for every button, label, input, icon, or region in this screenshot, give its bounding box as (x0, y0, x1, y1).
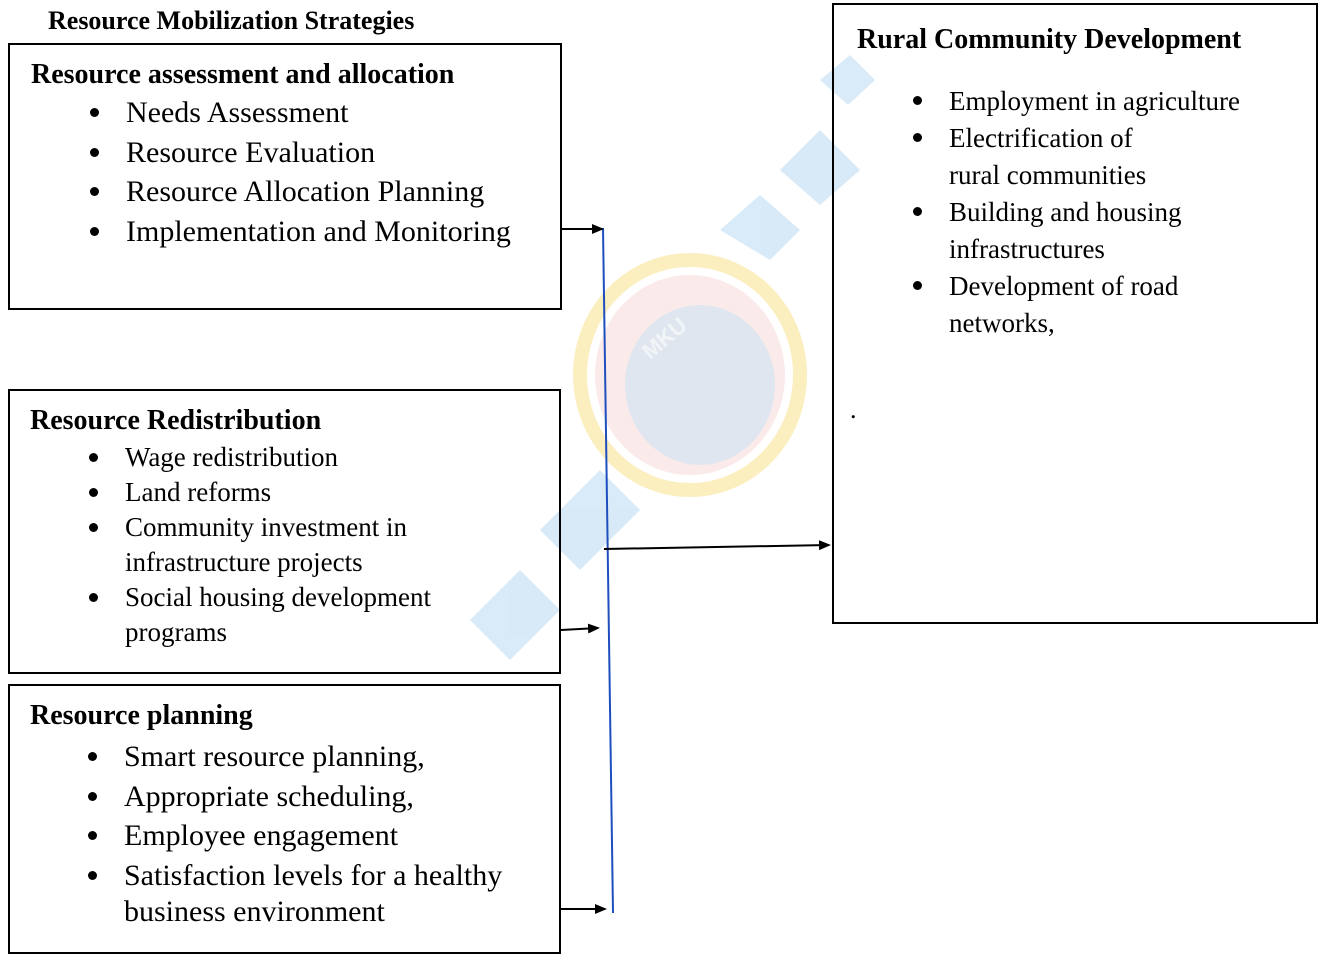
list-item-label: Wage redistribution (125, 442, 339, 472)
rural-title: Rural Community Development (857, 24, 1242, 55)
list-item-label: networks, (949, 308, 1055, 338)
list-item: Wage redistribution (89, 440, 431, 475)
list-item-label: Building and housing (949, 197, 1182, 227)
bullet-icon (90, 147, 99, 157)
list-item: Electrification of (913, 120, 1279, 157)
bullet-icon (89, 523, 98, 532)
assessment-list: Needs Assessment Resource Evaluation Res… (90, 93, 511, 252)
list-item: Employment in agriculture (913, 83, 1279, 120)
bullet-icon (90, 187, 99, 196)
list-item-label: Smart resource planning, (124, 740, 425, 773)
list-item-label: programs (125, 617, 227, 647)
list-item-label: infrastructures (949, 234, 1105, 264)
list-item: Appropriate scheduling, (88, 777, 502, 817)
arrow-to-rural-development (603, 540, 831, 551)
watermark-seal-abbr: MKU (637, 312, 691, 363)
list-item-label: Needs Assessment (126, 96, 349, 129)
bullet-icon (89, 453, 98, 462)
bullet-icon (913, 207, 922, 216)
redistribution-title: Resource Redistribution (30, 405, 322, 436)
list-item: Social housing development (89, 580, 431, 615)
list-item-label: Satisfaction levels for a healthy (124, 858, 503, 892)
rural-list: Employment in agriculture Electrificatio… (913, 83, 1279, 342)
list-item-continuation: programs (125, 615, 431, 650)
list-item: Smart resource planning, (88, 737, 502, 777)
bullet-icon (89, 593, 98, 602)
list-item-label: Resource Allocation Planning (126, 175, 485, 208)
list-item: Satisfaction levels for a healthy (88, 856, 503, 896)
vertical-connector (602, 227, 614, 914)
list-item-label: Resource Evaluation (126, 135, 376, 169)
bullet-icon (89, 488, 98, 497)
list-item-label: Implementation and Monitoring (126, 214, 511, 248)
list-item-continuation: business environment (124, 895, 502, 928)
list-item-label: Appropriate scheduling, (124, 779, 414, 813)
bullet-icon (90, 108, 99, 117)
list-item: Development of road (913, 268, 1279, 305)
redistribution-list: Wage redistribution Land reforms Communi… (89, 440, 431, 650)
assessment-box: Resource assessment and allocation Needs… (8, 43, 562, 310)
bullet-icon (88, 791, 97, 801)
planning-list: Smart resource planning, Appropriate sch… (88, 737, 503, 928)
planning-box: Resource planning Smart resource plannin… (8, 684, 561, 954)
list-item: Needs Assessment (90, 93, 511, 133)
rural-development-box: Rural Community Development Employment i… (832, 3, 1318, 624)
bullet-icon (90, 226, 99, 236)
list-item-label: Social housing development (125, 582, 431, 612)
list-item: Employee engagement (88, 816, 502, 856)
list-item-label: business environment (124, 895, 385, 928)
list-item: Resource Allocation Planning (90, 172, 511, 212)
list-item-label: Land reforms (125, 477, 272, 507)
list-item-continuation: rural communities (949, 157, 1279, 194)
trailing-dot: . (850, 395, 857, 424)
planning-title: Resource planning (30, 700, 253, 731)
list-item-label: Community investment in (125, 512, 407, 542)
list-item: Building and housing (913, 194, 1279, 231)
bullet-icon (913, 281, 922, 290)
list-item-label: Employment in agriculture (949, 86, 1240, 116)
list-item: Community investment in (89, 510, 431, 545)
bullet-icon (913, 133, 922, 142)
list-item: Implementation and Monitoring (90, 212, 511, 252)
list-item: Resource Evaluation (90, 133, 511, 173)
list-item-continuation: infrastructures (949, 231, 1279, 268)
list-item-label: infrastructure projects (125, 547, 363, 577)
bullet-icon (88, 831, 97, 840)
assessment-title: Resource assessment and allocation (31, 59, 455, 90)
list-item-continuation: networks, (949, 305, 1279, 342)
list-item-label: rural communities (949, 160, 1147, 190)
bullet-icon (88, 752, 97, 761)
arrow-from-redistribution (560, 623, 600, 634)
bullet-icon (88, 870, 97, 880)
list-item: Land reforms (89, 475, 431, 510)
watermark-seal (573, 253, 807, 497)
bullet-icon (913, 96, 922, 105)
left-heading: Resource Mobilization Strategies (48, 6, 415, 35)
list-item-continuation: infrastructure projects (125, 545, 431, 580)
list-item-label: Employee engagement (124, 819, 399, 852)
list-item-label: Electrification of (949, 123, 1133, 153)
list-item-label: Development of road (949, 271, 1179, 301)
redistribution-box: Resource Redistribution Wage redistribut… (8, 389, 561, 674)
